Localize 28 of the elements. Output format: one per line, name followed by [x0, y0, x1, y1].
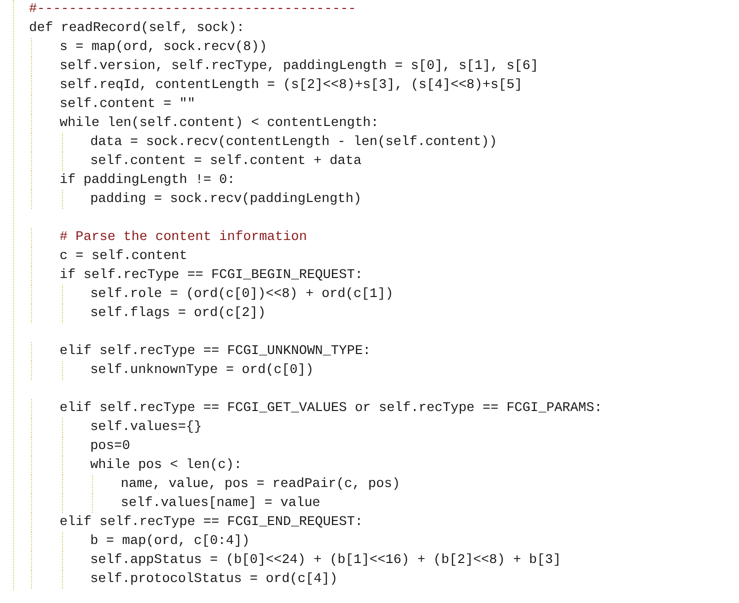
code-line: if paddingLength != 0:	[60, 172, 236, 188]
code-line: def readRecord(self, sock):	[29, 20, 244, 36]
code-line: data = sock.recv(contentLength - len(self.content))	[90, 134, 498, 150]
code-line: pos=0	[90, 438, 130, 454]
code-line: elif self.recType == FCGI_END_REQUEST:	[60, 514, 363, 530]
code-line: while len(self.content) < contentLength:	[60, 115, 379, 131]
code-line: while pos < len(c):	[90, 457, 242, 473]
code-line: self.flags = ord(c[2])	[90, 305, 266, 321]
code-line: self.protocolStatus = ord(c[4])	[90, 571, 338, 587]
code-line: self.content = ""	[60, 96, 196, 112]
code-line: s = map(ord, sock.recv(8))	[60, 39, 268, 55]
code-line: self.values={}	[90, 419, 202, 435]
code-comment: #----------------------------------------	[29, 1, 356, 17]
code-line: elif self.recType == FCGI_UNKNOWN_TYPE:	[60, 343, 371, 359]
code-line: if self.recType == FCGI_BEGIN_REQUEST:	[60, 267, 363, 283]
code-line: self.content = self.content + data	[90, 153, 362, 169]
code-line: elif self.recType == FCGI_GET_VALUES or self.recType == FCGI_PARAMS:	[60, 400, 602, 416]
code-line: self.role = (ord(c[0])<<8) + ord(c[1])	[90, 286, 394, 302]
code-line: self.values[name] = value	[120, 495, 320, 511]
code-comment: # Parse the content information	[60, 229, 307, 245]
code-line: self.appStatus = (b[0]<<24) + (b[1]<<16) + (b[2]<<8) + b[3]	[90, 552, 561, 568]
code-line: b = map(ord, c[0:4])	[90, 533, 250, 549]
code-line: c = self.content	[60, 248, 188, 264]
code-line: name, value, pos = readPair(c, pos)	[120, 476, 400, 492]
code-line: self.version, self.recType, paddingLength = s[0], s[1], s[6]	[60, 58, 538, 74]
code-line: self.unknownType = ord(c[0])	[90, 362, 314, 378]
code-line: self.reqId, contentLength = (s[2]<<8)+s[3], (s[4]<<8)+s[5]	[60, 77, 522, 93]
code-line: padding = sock.recv(paddingLength)	[90, 191, 362, 207]
